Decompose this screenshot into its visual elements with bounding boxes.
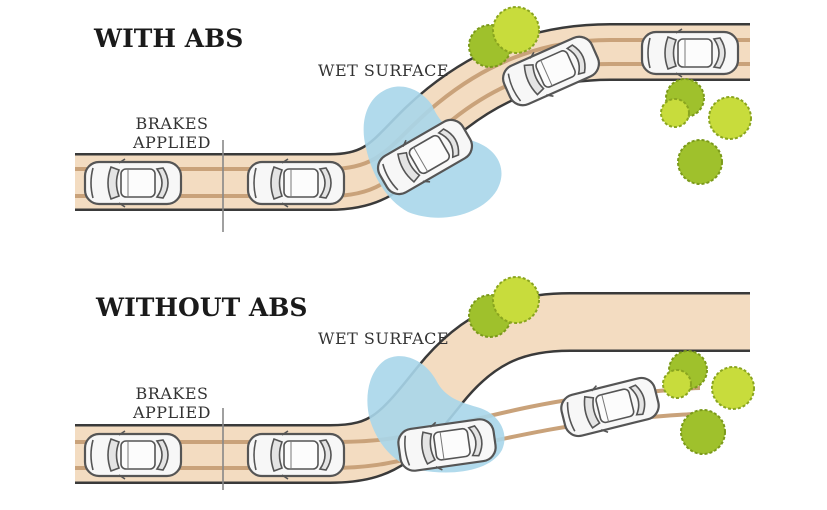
panel-title: WITHOUT ABS (95, 293, 307, 322)
tree-cluster (660, 78, 752, 185)
surface-label: WET SURFACE (318, 61, 449, 80)
panel-with-abs: WITH ABS WET SURFACE BRAKES APPLIED (75, 6, 752, 232)
brakes-label-line1: BRAKES (136, 114, 209, 133)
car (556, 371, 664, 443)
car (246, 157, 346, 209)
road-surface (75, 294, 750, 482)
car (83, 157, 183, 209)
tree-cluster (468, 276, 540, 338)
tree-cluster (468, 6, 540, 68)
car (246, 429, 346, 481)
brakes-label-line1: BRAKES (136, 384, 209, 403)
watermark: 8891汽車 (740, 487, 822, 508)
tree-cluster (662, 350, 755, 455)
panel-without-abs: WITHOUT ABS WET SURFACE BRAKES APPLIED (75, 276, 755, 490)
car (640, 27, 740, 79)
panel-title: WITH ABS (93, 24, 243, 53)
wheel-track-lower (75, 412, 701, 470)
brakes-label-line2: APPLIED (132, 403, 211, 422)
surface-label: WET SURFACE (318, 329, 449, 348)
car (83, 429, 183, 481)
brakes-label-line2: APPLIED (132, 133, 211, 152)
